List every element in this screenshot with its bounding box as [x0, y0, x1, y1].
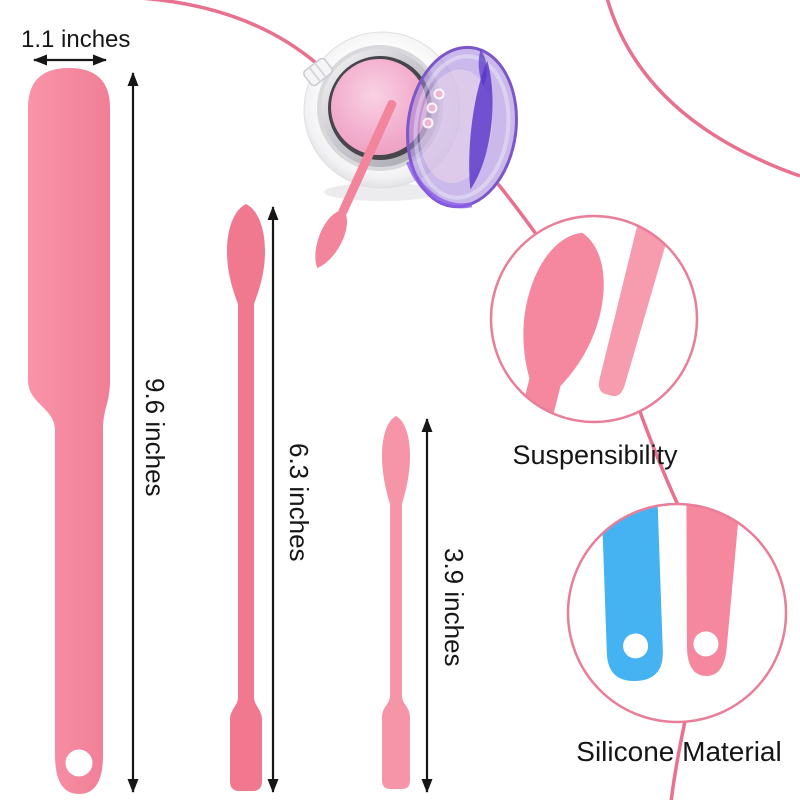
- measurement-arrows: [33, 54, 433, 793]
- dipped-applicator-stick: [338, 99, 397, 216]
- large-spatula-length-label: 9.6 inches: [140, 378, 170, 497]
- wax-warmer-lid: [406, 45, 518, 209]
- small-spatula: [382, 416, 410, 789]
- medium-spatula: [227, 204, 265, 791]
- pot-knob: [303, 57, 333, 87]
- dipped-applicator-tip: [315, 211, 348, 268]
- curve-top-left: [142, 0, 318, 65]
- small-spatula-length-label: 3.9 inches: [439, 548, 469, 667]
- suspensibility-inset: [489, 214, 699, 424]
- inset-pink-handle: [686, 504, 741, 676]
- curve-top-right: [605, 0, 800, 178]
- large-spatula: [28, 68, 110, 794]
- blue-handle-hole: [623, 633, 649, 659]
- pink-handle-hole: [693, 631, 719, 657]
- connector-pot-to-inset: [496, 182, 538, 236]
- inset-blue-handle: [601, 504, 663, 681]
- silicone-material-inset: [566, 502, 788, 724]
- tip-width-label: 1.1 inches: [21, 26, 131, 53]
- suspensibility-label: Suspensibility: [512, 440, 678, 470]
- inset-oval-tip: [511, 232, 604, 422]
- dipped-applicator: [315, 99, 397, 268]
- suspensibility-circle-border: [489, 214, 699, 424]
- lid-vent-holes: [422, 88, 445, 129]
- silicone-circle-border: [566, 502, 788, 724]
- lid-dark-sliver: [478, 49, 487, 87]
- medium-spatula-length-label: 6.3 inches: [284, 443, 314, 562]
- inset-flat-tip: [598, 216, 679, 397]
- silicone-material-label: Silicone Material: [576, 736, 782, 767]
- lid-dark-streak: [469, 60, 493, 190]
- lid-rim-highlight: [406, 160, 473, 209]
- large-spatula-hang-hole: [65, 749, 93, 777]
- wax-surface: [331, 59, 427, 155]
